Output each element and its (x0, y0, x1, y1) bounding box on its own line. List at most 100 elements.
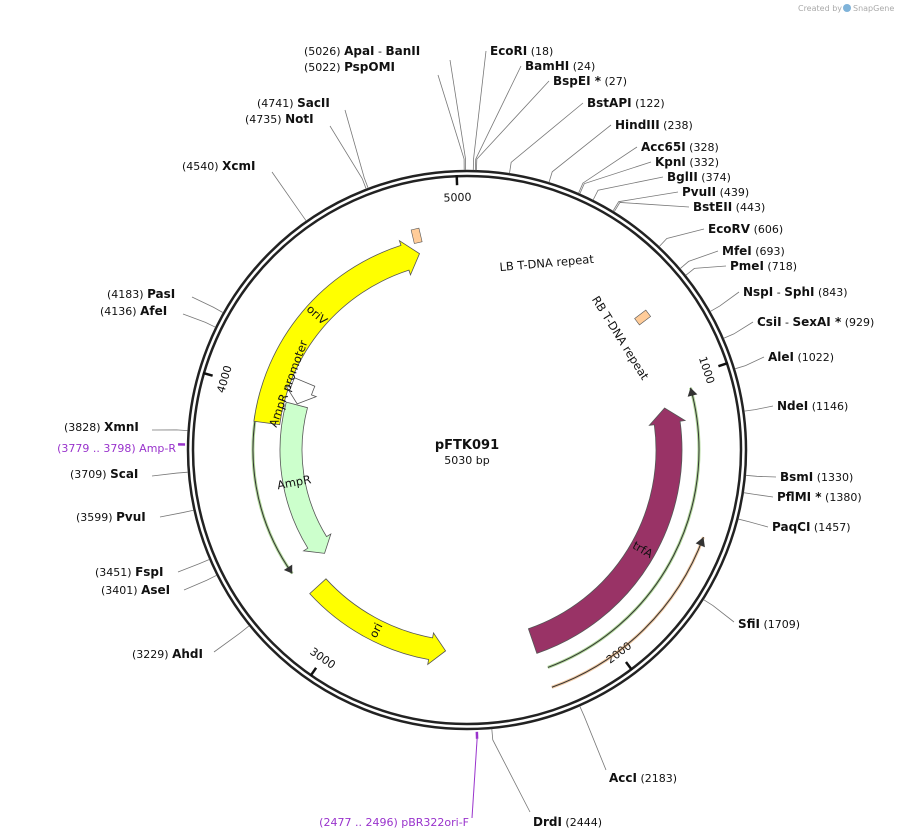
site-position: (443) (732, 201, 765, 214)
site-leader (472, 50, 487, 171)
site-enzyme: SfiI (738, 617, 760, 631)
site-kpni: KpnI (332) (655, 155, 719, 169)
site-bstapi: BstAPI (122) (587, 96, 665, 110)
site-enzyme: PasI (147, 287, 175, 301)
site-leader (437, 74, 465, 171)
site-position: (5022) (304, 61, 344, 74)
primer-label: (2477 .. 2496) pBR322ori-F (319, 816, 469, 829)
site-nspi: NspI - SphI (843) (743, 285, 848, 299)
site-label: (3451) FspI (95, 565, 163, 579)
site-position: (4540) (182, 160, 222, 173)
site-pmei: PmeI (718) (730, 259, 797, 273)
feature-box (410, 227, 423, 244)
site-label: HindIII (238) (615, 118, 693, 132)
site-label: (3828) XmnI (64, 420, 139, 434)
feature-arrow (253, 239, 421, 426)
site-label: (3709) ScaI (70, 467, 138, 481)
site-leader (491, 728, 531, 813)
site-leader (613, 202, 690, 212)
site-enzyme: BglII (667, 170, 698, 184)
feature-oriv: oriV (253, 239, 421, 426)
site-leader (191, 296, 224, 313)
site-leader (658, 228, 705, 247)
primer: (2477 .. 2496) pBR322ori-F (319, 731, 479, 829)
site-hindiii: HindIII (238) (615, 118, 693, 132)
site-label: (5022) PspOMI (304, 60, 395, 74)
site-acci: AccI (2183) (609, 771, 677, 785)
site-position: (3401) (101, 584, 141, 597)
site-alei: AleI (1022) (768, 350, 834, 364)
site-label: BsmI (1330) (780, 470, 853, 484)
site-mfei: MfeI (693) (722, 244, 785, 258)
site-leader (509, 102, 584, 174)
site-label: (3599) PvuI (76, 510, 146, 524)
site-bglii: BglII (374) (667, 170, 731, 184)
tick-label: 4000 (214, 364, 234, 395)
site-position: (693) (752, 245, 785, 258)
site-position: (3599) (76, 511, 116, 524)
site-enzyme: BstEII (693, 200, 732, 214)
site-leader (745, 474, 777, 478)
site-pasi: (4183) PasI (107, 287, 175, 301)
site-bsmi: BsmI (1330) (780, 470, 853, 484)
site-label: (3229) AhdI (132, 647, 203, 661)
site-enzyme-2: BanII (386, 44, 421, 58)
site-position: (374) (698, 171, 731, 184)
site-enzyme: CsiI (757, 315, 782, 329)
feature-label: ori (366, 620, 385, 640)
site-label: EcoRI (18) (490, 44, 553, 58)
site-enzyme: PspOMI (344, 60, 395, 74)
site-leader (592, 176, 664, 201)
primer: (3779 .. 3798) Amp-R (57, 442, 186, 455)
site-label: PmeI (718) (730, 259, 797, 273)
snapgene-logo: Created by SnapGene (798, 4, 894, 13)
site-fspi: (3451) FspI (95, 565, 163, 579)
site-position: (238) (660, 119, 693, 132)
site-leader (183, 574, 217, 591)
site-label: NspI - SphI (843) (743, 285, 848, 299)
site-enzyme: HindIII (615, 118, 660, 132)
site-position: (718) (764, 260, 797, 273)
site-label: AccI (2183) (609, 771, 677, 785)
site-enzyme: PvuII (682, 185, 716, 199)
site-enzyme: ScaI (110, 467, 138, 481)
site-position: (3451) (95, 566, 135, 579)
site-enzyme-2: SphI (784, 285, 814, 299)
site-leader (182, 313, 216, 328)
center-label: pFTK091 5030 bp (435, 438, 499, 467)
site-label: (4735) NotI (245, 112, 314, 126)
site-enzyme: BstAPI (587, 96, 632, 110)
site-label: BspEI * (27) (553, 74, 627, 88)
site-enzyme: SacII (297, 96, 330, 110)
site-leader (474, 65, 522, 171)
site-leader (743, 492, 774, 498)
site-enzyme: PaqCI (772, 520, 810, 534)
site-paqci: PaqCI (1457) (772, 520, 851, 534)
backbone (186, 169, 748, 731)
site-position: (2444) (562, 816, 602, 829)
site-leader (159, 509, 194, 518)
site-sfii: SfiI (1709) (738, 617, 800, 631)
site-enzyme: PmeI (730, 259, 764, 273)
site-enzyme: BspEI * (553, 74, 602, 88)
restriction-sites: (5026) ApaI - BanII(5022) PspOMI(4741) S… (64, 44, 874, 829)
feature-arrow (279, 401, 332, 554)
site-label: BamHI (24) (525, 59, 595, 73)
feature-ori: ori (309, 578, 447, 666)
site-leader (548, 124, 612, 183)
site-leaders (151, 50, 777, 813)
site-enzyme: PvuI (116, 510, 146, 524)
created-by-text: Created by (798, 4, 842, 13)
site-position: (5026) (304, 45, 344, 58)
primer-label: (3779 .. 3798) Amp-R (57, 442, 176, 455)
feature-lb-t-dna-repeat: LB T-DNA repeat (410, 227, 595, 274)
site-leader (734, 356, 765, 370)
snapgene-text: SnapGene (853, 4, 894, 13)
site-position: (332) (686, 156, 719, 169)
feature-rb-t-dna-repeat: RB T-DNA repeat (589, 293, 652, 382)
tick-label: 1000 (696, 355, 717, 386)
site-position: (1146) (808, 400, 848, 413)
primers: (3779 .. 3798) Amp-R (2477 .. 2496) pBR32… (57, 442, 479, 829)
site-enzyme: AfeI (140, 304, 167, 318)
site-leader (151, 471, 188, 477)
